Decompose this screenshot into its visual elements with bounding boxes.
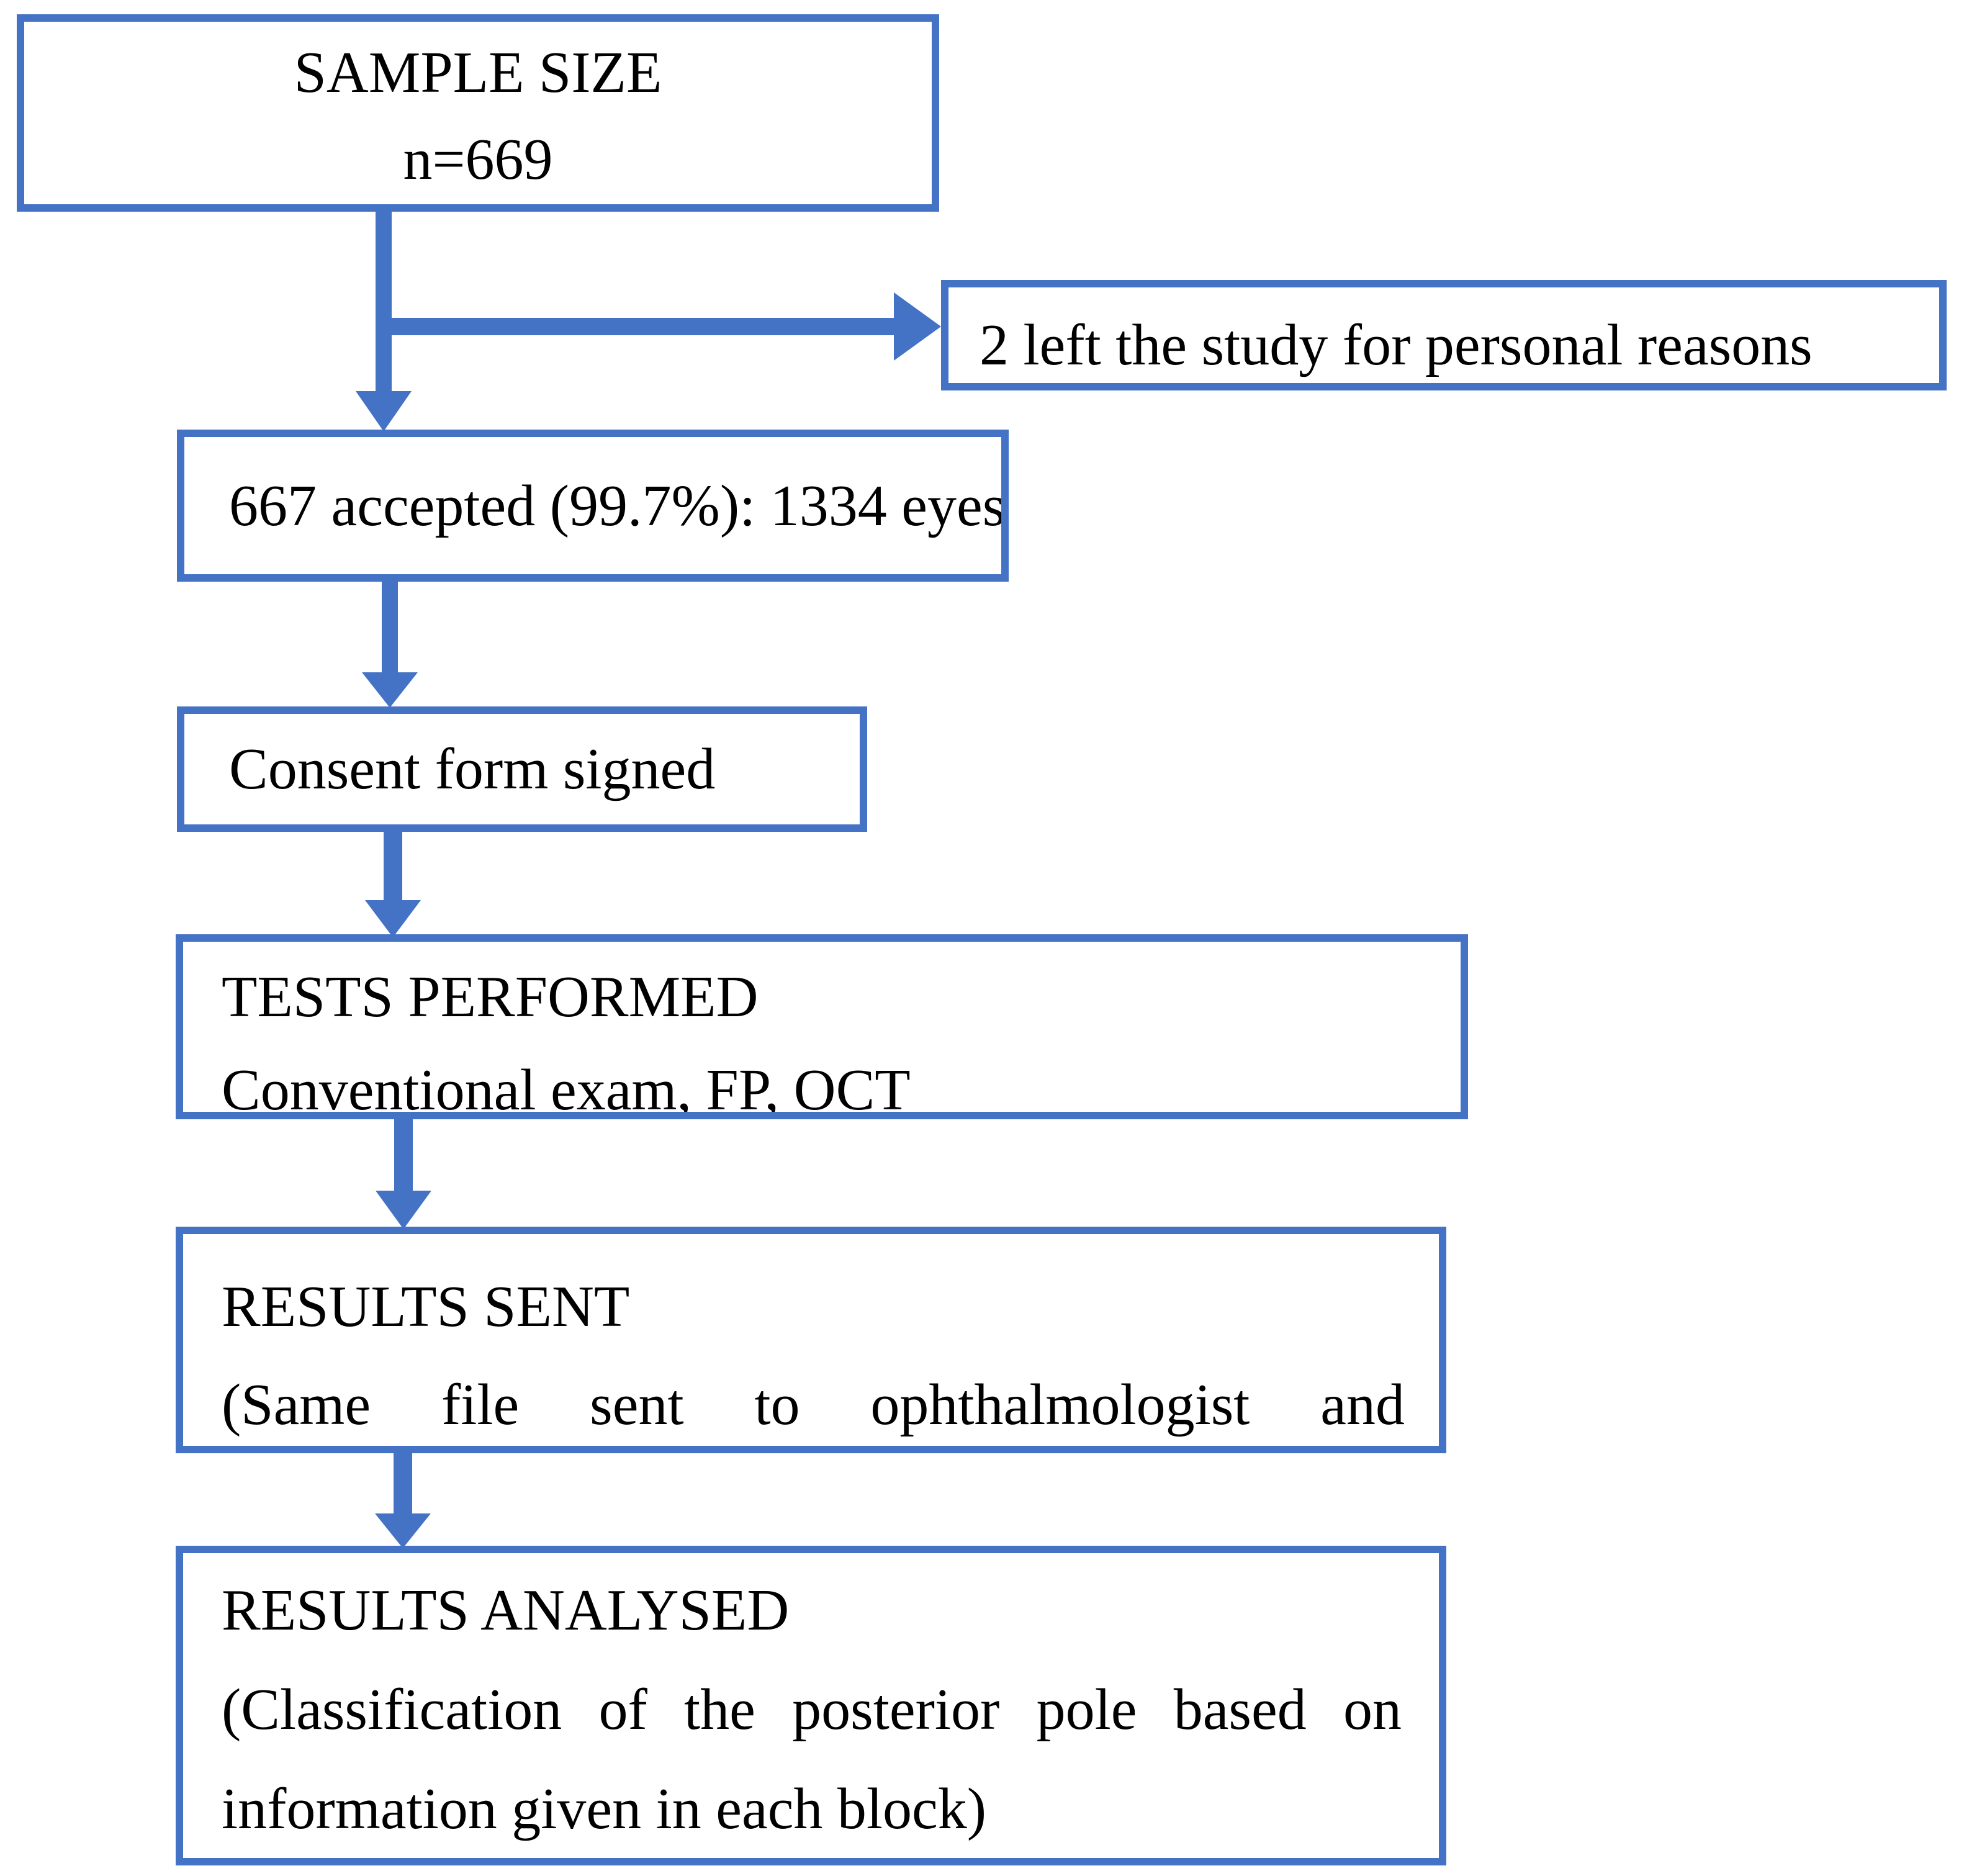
results-sent-title: RESULTS SENT [222, 1274, 630, 1339]
sample-size-box: SAMPLE SIZE n=669 [17, 14, 939, 212]
consent-box: Consent form signed [177, 706, 867, 832]
connector-branch-stem [384, 318, 894, 335]
connector-stem [382, 580, 398, 672]
arrow-down-icon [375, 1513, 431, 1548]
arrow-down-icon [362, 672, 418, 708]
results-analysed-detail-2: information given in each block) [222, 1777, 987, 1841]
connector-down-stem [376, 210, 392, 391]
accepted-box: 667 accepted (99.7%): 1334 eyes [177, 430, 1009, 582]
sample-size-n: n=669 [403, 127, 553, 192]
results-sent-detail: (Same file sent to ophthalmologist and [222, 1373, 1405, 1437]
arrow-down-icon [376, 1191, 431, 1229]
accepted-text: 667 accepted (99.7%): 1334 eyes [229, 473, 1006, 538]
left-study-text: 2 left the study for personal reasons [980, 313, 1813, 377]
consent-text: Consent form signed [229, 737, 716, 801]
results-analysed-detail-1: (Classification of the posterior pole ba… [222, 1677, 1402, 1742]
sample-size-title: SAMPLE SIZE [294, 40, 662, 105]
tests-detail: Conventional exam, FP, OCT [222, 1058, 911, 1119]
arrow-right-icon [894, 292, 941, 361]
left-study-box: 2 left the study for personal reasons [941, 280, 1947, 390]
connector-stem [394, 1452, 412, 1513]
connector-stem [384, 831, 402, 900]
arrow-down-icon [365, 900, 421, 937]
tests-performed-box: TESTS PERFORMED Conventional exam, FP, O… [176, 934, 1468, 1119]
results-sent-box: RESULTS SENT (Same file sent to ophthalm… [176, 1227, 1446, 1453]
tests-title: TESTS PERFORMED [222, 965, 759, 1029]
arrow-down-icon [356, 391, 412, 431]
results-analysed-title: RESULTS ANALYSED [222, 1578, 790, 1643]
results-analysed-box: RESULTS ANALYSED (Classification of the … [176, 1546, 1446, 1865]
connector-stem [394, 1118, 413, 1191]
